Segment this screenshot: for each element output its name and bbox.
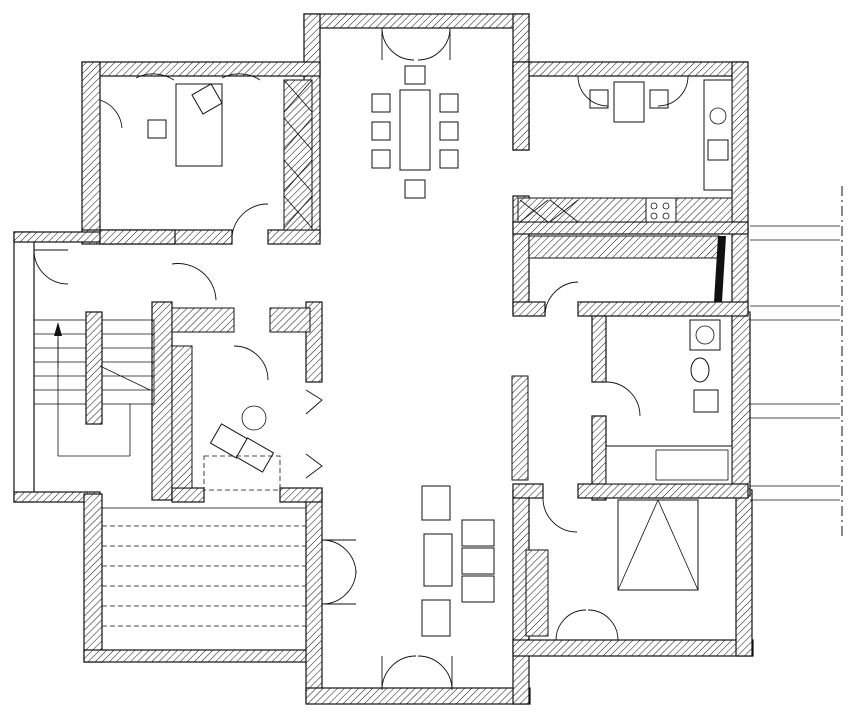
room-terrace — [33, 249, 307, 651]
room-bath-fixtures — [605, 319, 733, 485]
section-reference-lines — [750, 186, 843, 540]
room-reading-furniture — [171, 263, 323, 491]
room-hall-central-furniture — [321, 27, 529, 691]
stair-direction-arrow-icon — [54, 322, 62, 336]
staircase — [33, 311, 155, 457]
interior-walls — [99, 195, 749, 503]
corridor-cabinets — [528, 235, 726, 317]
room-southeast-furniture — [525, 497, 699, 641]
room-northwest-furniture — [99, 73, 313, 237]
outer-walls — [13, 13, 754, 705]
room-northeast-furniture — [517, 75, 733, 223]
